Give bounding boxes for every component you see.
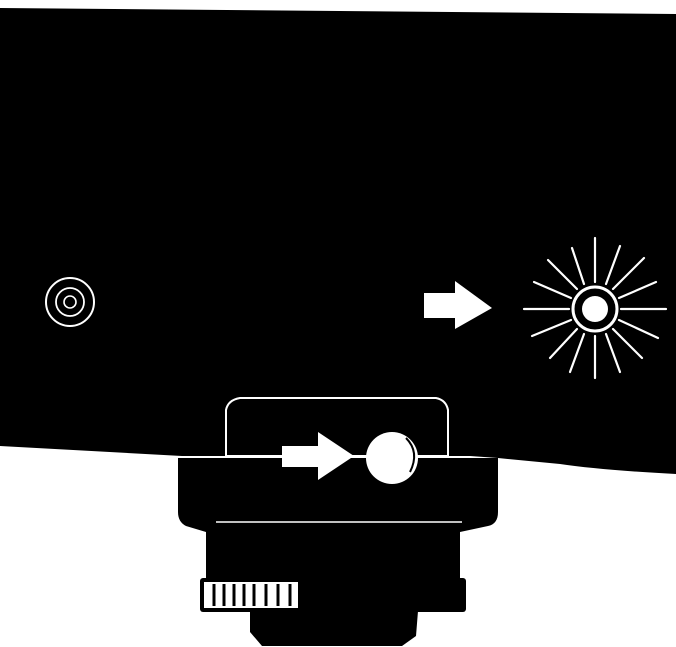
lock-wheel[interactable] — [198, 574, 302, 610]
flash-burst-ring — [571, 285, 619, 333]
mounting-foot — [178, 458, 498, 646]
arrow-right-icon — [424, 281, 492, 329]
test-button-icon — [366, 432, 418, 484]
ready-indicator — [40, 273, 100, 333]
lock-wheel-icon — [200, 578, 466, 612]
arrow-right-icon — [282, 432, 354, 480]
test-button[interactable] — [360, 430, 422, 492]
flash-burst-core — [582, 296, 608, 322]
flash-burst-icon — [522, 236, 668, 380]
flash-body — [0, 8, 676, 474]
flash-burst — [512, 232, 670, 384]
ready-light-icon — [45, 277, 95, 327]
